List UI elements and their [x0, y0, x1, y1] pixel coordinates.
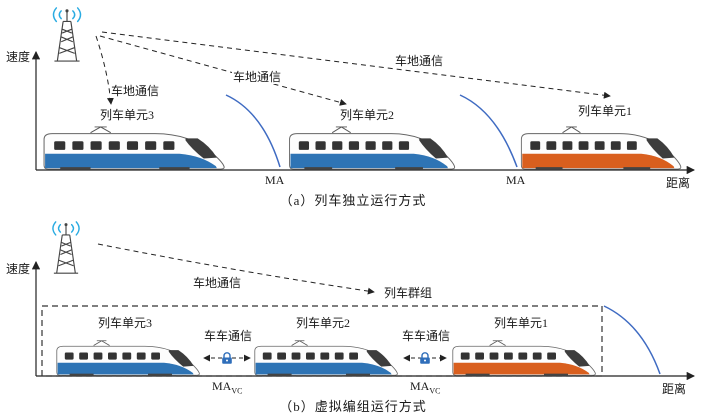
train-unit-2-label-b: 列车单元2 [296, 316, 351, 330]
train-unit-1-a [520, 126, 682, 170]
braking-curve-b [603, 305, 661, 375]
train-unit-3-a [43, 126, 225, 170]
train-group-label: 列车群组 [384, 286, 433, 300]
ma-vc-label-1: MAVC [212, 379, 243, 396]
ground-comm-label-a1: 车地通信 [110, 84, 161, 98]
train-unit-1-label-b: 列车单元1 [494, 316, 549, 330]
speed-axis-label-b: 速度 [6, 262, 31, 276]
lock-icon-2 [419, 352, 431, 365]
lock-icon-1 [221, 352, 233, 365]
panel-a-graphics [31, 7, 696, 175]
train-unit-2-b [254, 340, 398, 376]
ground-comm-arrow-a2 [99, 35, 347, 106]
ground-comm-label-b: 车地通信 [192, 276, 243, 290]
train-unit-2-a [289, 126, 456, 170]
panel-b-graphics [31, 221, 696, 381]
ma-label-1: MA [265, 173, 285, 187]
base-station-icon-b [52, 221, 80, 274]
ground-comm-arrow-b [97, 243, 375, 295]
ground-comm-arrow-a3 [101, 31, 611, 99]
distance-axis-label-b: 距离 [662, 382, 687, 396]
speed-axis-label-a: 速度 [6, 50, 31, 64]
braking-curve-a2 [459, 94, 518, 168]
caption-a: （a）列车独立运行方式 [279, 193, 427, 208]
train-comm-label-1: 车车通信 [203, 329, 254, 343]
train-unit-3-label-a: 列车单元3 [100, 108, 155, 122]
train-unit-3-b [56, 340, 200, 376]
base-station-icon-a [52, 7, 82, 62]
distance-axis-label-a: 距离 [666, 176, 691, 190]
train-unit-1-label-a: 列车单元1 [578, 104, 633, 118]
caption-b: （b）虚拟编组运行方式 [279, 399, 427, 414]
ma-label-2: MA [506, 173, 526, 187]
braking-curve-a1 [225, 94, 281, 168]
ground-comm-label-a2: 车地通信 [232, 70, 283, 84]
train-comm-label-2: 车车通信 [401, 329, 452, 343]
train-unit-3-label-b: 列车单元3 [98, 316, 153, 330]
ground-comm-label-a3: 车地通信 [394, 54, 445, 68]
ma-vc-label-2: MAVC [410, 379, 441, 396]
virtual-coupling-group-box [41, 305, 603, 377]
ground-comm-arrow-a1 [95, 35, 114, 105]
train-unit-2-label-a: 列车单元2 [340, 108, 395, 122]
train-unit-1-b [452, 340, 596, 376]
